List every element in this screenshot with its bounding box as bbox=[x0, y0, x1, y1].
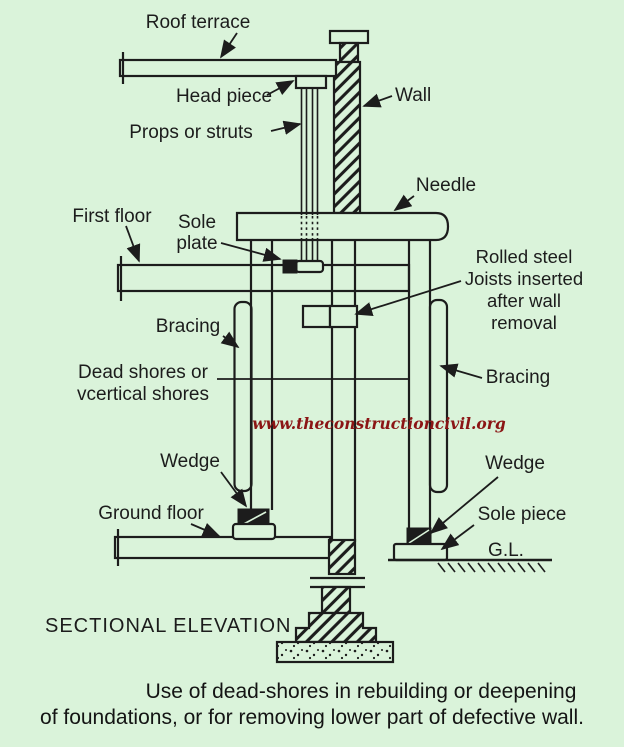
label-dead-shores-line2: vcertical shores bbox=[77, 384, 209, 405]
first-floor-slab bbox=[116, 263, 411, 293]
leader-wedge-right bbox=[429, 476, 499, 535]
label-sole-plate-line2: plate bbox=[176, 233, 217, 254]
concrete-foundation-base bbox=[275, 640, 395, 664]
sole-plate-block bbox=[294, 259, 325, 274]
label-wall: Wall bbox=[395, 85, 431, 106]
wedge-right-slit bbox=[408, 529, 430, 544]
label-roof-terrace: Roof terrace bbox=[146, 12, 251, 33]
wall-coping-cap bbox=[328, 29, 370, 45]
leader-props bbox=[270, 120, 302, 135]
leader-lines bbox=[125, 32, 499, 551]
label-needle: Needle bbox=[416, 175, 476, 196]
leader-first-floor bbox=[125, 225, 141, 263]
leader-needle bbox=[393, 194, 415, 212]
roof-terrace-slab bbox=[118, 58, 338, 78]
label-wedge-left: Wedge bbox=[160, 451, 220, 472]
caption-line1: Use of dead-shores in rebuilding or deep… bbox=[146, 680, 577, 703]
wall-parapet bbox=[338, 41, 360, 64]
props-or-struts-members bbox=[300, 88, 319, 261]
figure-caption: Use of dead-shores in rebuilding or deep… bbox=[40, 680, 584, 729]
bracing-plank-left bbox=[233, 300, 253, 493]
leader-bracing-right bbox=[439, 363, 483, 379]
needle-beam bbox=[235, 211, 450, 242]
label-bracing-left: Bracing bbox=[156, 316, 220, 337]
watermark-text: www.theconstructioncivil.org bbox=[252, 414, 506, 433]
label-sole-plate-line1: Sole bbox=[178, 212, 216, 233]
label-rolled-steel-line2: Joists inserted bbox=[465, 268, 583, 289]
leader-wall bbox=[362, 93, 393, 108]
leader-wedge-left bbox=[220, 471, 248, 508]
rolled-steel-joist-right bbox=[328, 304, 359, 329]
sole-piece-block bbox=[392, 542, 449, 562]
leader-sole-piece bbox=[440, 524, 475, 551]
sole-pad-left bbox=[231, 522, 277, 541]
leader-sole-plate bbox=[220, 242, 282, 262]
bracing-plank-right bbox=[428, 298, 449, 494]
view-title: SECTIONAL ELEVATION bbox=[45, 615, 291, 637]
label-first-floor: First floor bbox=[72, 206, 152, 227]
dead-shore-right bbox=[407, 240, 432, 529]
head-piece-block bbox=[294, 74, 328, 90]
leader-roof-terrace bbox=[220, 32, 238, 59]
props-hidden-through-needle bbox=[300, 216, 319, 238]
dead-shore-left bbox=[249, 240, 274, 510]
structure-linework bbox=[113, 29, 552, 664]
ground-floor-slab bbox=[113, 535, 332, 560]
leader-ground-floor bbox=[190, 523, 221, 537]
wall-upper-hatched bbox=[332, 60, 362, 215]
label-ground-level: G.L. bbox=[488, 540, 524, 561]
label-wedge-right: Wedge bbox=[485, 453, 545, 474]
leader-bracing-left bbox=[220, 331, 240, 349]
label-head-piece: Head piece bbox=[176, 86, 272, 107]
label-bracing-right: Bracing bbox=[486, 367, 550, 388]
wall-below-ground-lower bbox=[320, 585, 352, 615]
footing-steps bbox=[294, 611, 378, 644]
rolled-steel-joist-left bbox=[301, 304, 332, 329]
label-sole-piece: Sole piece bbox=[478, 504, 567, 525]
label-ground-floor: Ground floor bbox=[98, 503, 204, 524]
sole-plate-wedge bbox=[282, 259, 298, 274]
leader-head-piece bbox=[266, 80, 295, 96]
label-rolled-steel-line3: after wall bbox=[487, 290, 561, 311]
caption-line2: of foundations, or for removing lower pa… bbox=[40, 706, 584, 729]
label-rolled-steel-line4: removal bbox=[491, 312, 557, 333]
label-rolled-steel-line1: Rolled steel bbox=[476, 246, 573, 267]
label-dead-shores-line1: Dead shores or bbox=[78, 362, 209, 383]
leader-rolled-steel-joist bbox=[354, 280, 462, 317]
annotation-labels: Roof terrace Head piece Props or struts … bbox=[45, 12, 583, 637]
wall-below-ground-upper bbox=[327, 538, 357, 576]
ground-hatch-marks bbox=[437, 562, 546, 573]
label-props-or-struts: Props or struts bbox=[129, 122, 253, 143]
